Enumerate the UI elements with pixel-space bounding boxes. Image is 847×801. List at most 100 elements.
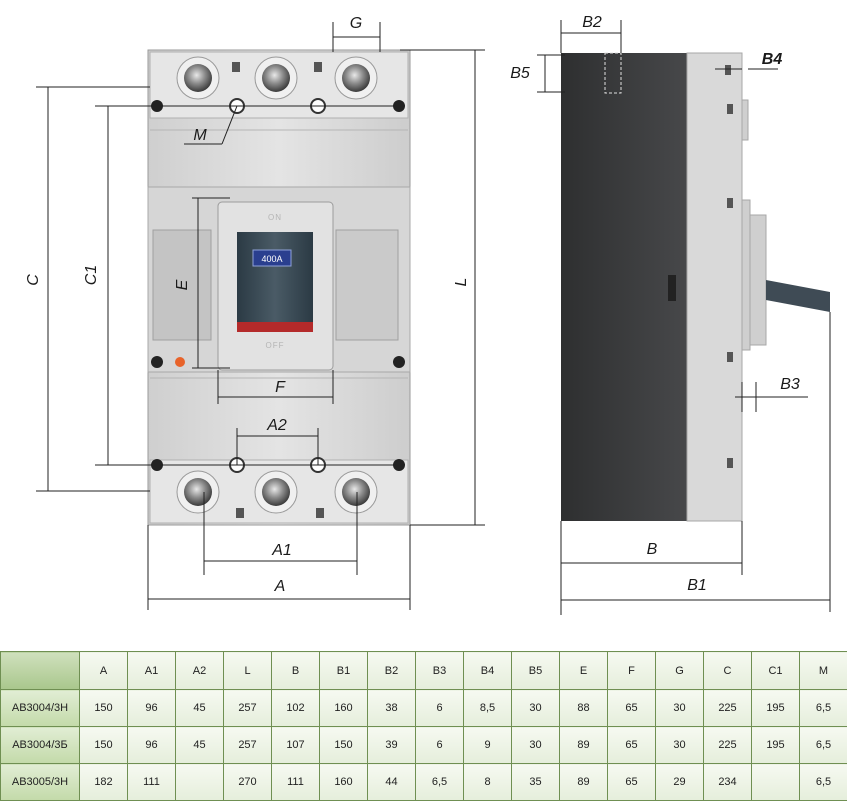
table-header-cell: M xyxy=(800,652,847,690)
table-header-cell: B2 xyxy=(368,652,416,690)
table-header-cell: B xyxy=(272,652,320,690)
table-cell: 9 xyxy=(464,727,512,764)
table-header-cell xyxy=(1,652,80,690)
table-cell: 38 xyxy=(368,690,416,727)
dim-label-c: C xyxy=(25,274,42,286)
dim-label-b3: B3 xyxy=(780,376,800,393)
table-header-cell: C1 xyxy=(752,652,800,690)
table-header-cell: C xyxy=(704,652,752,690)
table-cell: 195 xyxy=(752,690,800,727)
table-cell: 111 xyxy=(128,764,176,801)
dim-label-g: G xyxy=(350,15,362,32)
dim-label-e: E xyxy=(174,279,191,290)
right-window xyxy=(336,230,398,340)
table-row: АВ3004/3Н 150 96 45 257 102 160 38 6 8,5… xyxy=(1,690,847,727)
table-cell: 257 xyxy=(224,690,272,727)
screw-head-icon xyxy=(262,64,290,92)
table-cell: 65 xyxy=(608,727,656,764)
table-cell: 6,5 xyxy=(800,690,847,727)
table-cell: 257 xyxy=(224,727,272,764)
breaker-handle xyxy=(237,232,313,332)
table-cell: 44 xyxy=(368,764,416,801)
table-cell: 30 xyxy=(512,690,560,727)
table-cell: 160 xyxy=(320,690,368,727)
table-cell: 30 xyxy=(656,727,704,764)
screw-head-icon xyxy=(342,64,370,92)
table-cell: 225 xyxy=(704,727,752,764)
table-header-cell: B1 xyxy=(320,652,368,690)
dim-label-b: B xyxy=(647,541,658,558)
side-cover xyxy=(687,53,742,521)
dim-label-c1: C1 xyxy=(83,265,100,285)
table-cell-model: АВ3004/3Б xyxy=(1,727,80,764)
dim-label-b5: B5 xyxy=(510,65,530,82)
table-cell: 150 xyxy=(80,727,128,764)
rating-label: 400A xyxy=(261,254,282,264)
side-view: B2 B5 B4 B3 B B1 xyxy=(510,14,830,615)
table-cell: 65 xyxy=(608,690,656,727)
table-header-cell: A1 xyxy=(128,652,176,690)
table-cell: 150 xyxy=(320,727,368,764)
table-cell: 89 xyxy=(560,764,608,801)
table-header-cell: B3 xyxy=(416,652,464,690)
dim-label-b1: B1 xyxy=(687,577,707,594)
table-cell: 65 xyxy=(608,764,656,801)
table-cell: 96 xyxy=(128,727,176,764)
breaker-drawing: ON OFF 400A G M C C1 E xyxy=(0,0,847,650)
table-cell: 39 xyxy=(368,727,416,764)
table-cell: 35 xyxy=(512,764,560,801)
table-cell: 30 xyxy=(512,727,560,764)
side-handle xyxy=(766,280,830,312)
table-cell: 89 xyxy=(560,727,608,764)
table-header-cell: B5 xyxy=(512,652,560,690)
table-cell: 150 xyxy=(80,690,128,727)
table-cell: 195 xyxy=(752,727,800,764)
dim-label-f: F xyxy=(275,379,286,396)
table-cell: 6,5 xyxy=(800,727,847,764)
table-cell: 88 xyxy=(560,690,608,727)
table-header-cell: F xyxy=(608,652,656,690)
screw-head-icon xyxy=(342,478,370,506)
table-cell: 6,5 xyxy=(416,764,464,801)
table-header-cell: L xyxy=(224,652,272,690)
table-cell: 182 xyxy=(80,764,128,801)
table-cell: 107 xyxy=(272,727,320,764)
table-cell: 225 xyxy=(704,690,752,727)
dim-label-b2: B2 xyxy=(582,14,602,31)
dim-label-l: L xyxy=(453,278,470,287)
dim-label-m: M xyxy=(193,127,207,144)
screw-head-icon xyxy=(262,478,290,506)
table-cell: 6 xyxy=(416,690,464,727)
table-cell: 8,5 xyxy=(464,690,512,727)
dim-label-a1: A1 xyxy=(271,542,292,559)
table-cell: 8 xyxy=(464,764,512,801)
table-header-cell: B4 xyxy=(464,652,512,690)
table-row: АВ3005/3Н 182 111 270 111 160 44 6,5 8 3… xyxy=(1,764,847,801)
table-cell: 102 xyxy=(272,690,320,727)
dimensions-table: A A1 A2 L B B1 B2 B3 B4 B5 E F G C C1 M … xyxy=(0,651,847,801)
table-header-cell: A2 xyxy=(176,652,224,690)
screw-head-icon xyxy=(184,478,212,506)
off-label: OFF xyxy=(266,341,285,350)
table-cell: 234 xyxy=(704,764,752,801)
table-cell-model: АВ3004/3Н xyxy=(1,690,80,727)
on-label: ON xyxy=(268,213,282,222)
table-cell: 160 xyxy=(320,764,368,801)
table-cell xyxy=(176,764,224,801)
dim-label-a2: A2 xyxy=(266,417,287,434)
table-header-row: A A1 A2 L B B1 B2 B3 B4 B5 E F G C C1 M xyxy=(1,652,847,690)
dim-label-a: A xyxy=(274,578,286,595)
table-cell: 6 xyxy=(416,727,464,764)
table-header-cell: A xyxy=(80,652,128,690)
indicator-dot xyxy=(175,357,185,367)
table-cell: 45 xyxy=(176,690,224,727)
table-cell: 6,5 xyxy=(800,764,847,801)
table-cell: 111 xyxy=(272,764,320,801)
table-cell xyxy=(752,764,800,801)
table-cell-model: АВ3005/3Н xyxy=(1,764,80,801)
table-cell: 29 xyxy=(656,764,704,801)
screw-head-icon xyxy=(184,64,212,92)
table-cell: 96 xyxy=(128,690,176,727)
table-cell: 270 xyxy=(224,764,272,801)
front-view: ON OFF 400A G M C C1 E xyxy=(25,15,485,610)
